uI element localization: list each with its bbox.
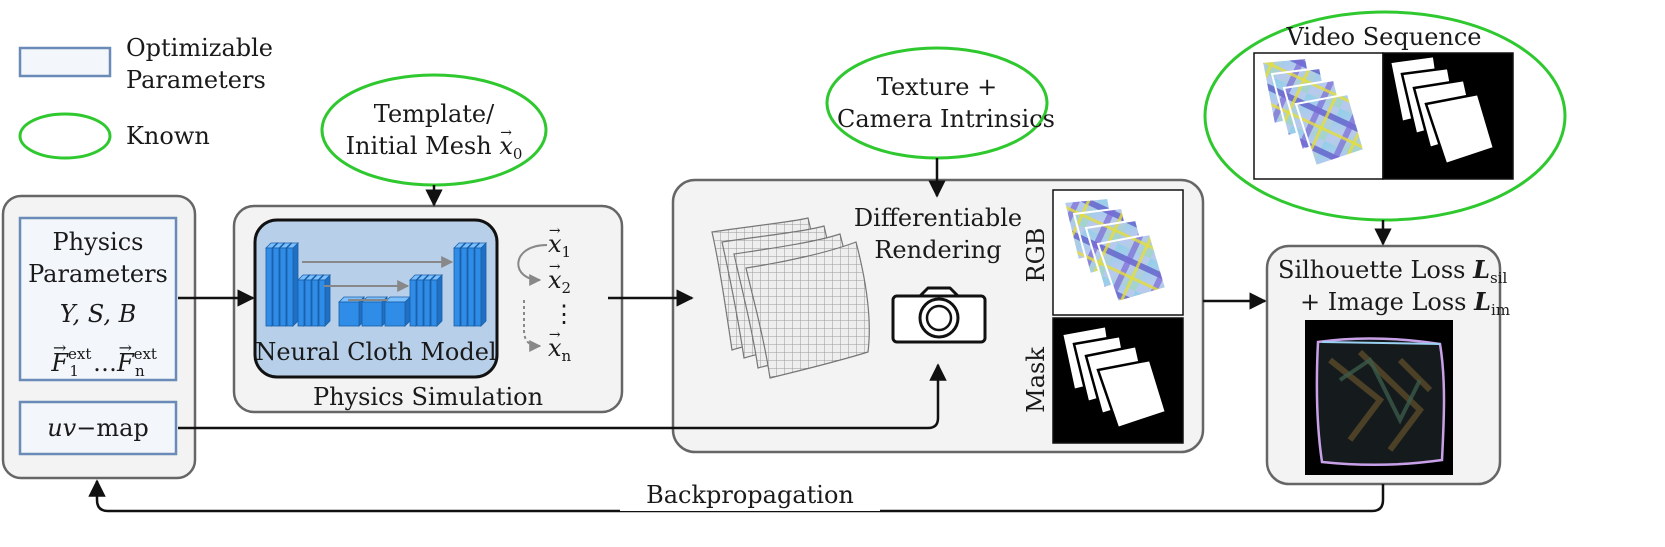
video-sequence-title: Video Sequence xyxy=(1286,23,1482,51)
physics-symbols: Y, S, B xyxy=(59,300,137,328)
network-layer xyxy=(361,301,383,327)
uv-map-box xyxy=(18,400,178,456)
external-forces: Fext1…Fextn xyxy=(20,332,176,387)
network-layer xyxy=(423,279,431,327)
layer-top xyxy=(384,296,411,303)
loss-residual-image xyxy=(1305,320,1453,475)
network-layer xyxy=(384,301,406,327)
network-layer xyxy=(338,301,360,327)
video-rgb-frames xyxy=(1253,52,1384,180)
silhouette-loss-label: Silhouette Loss Lsil xyxy=(1278,255,1508,287)
legend-known-label: Known xyxy=(126,122,210,150)
legend-optimizable-swatch xyxy=(18,46,112,78)
simulated-mesh-sequence xyxy=(711,217,870,379)
video-mask-frames xyxy=(1382,52,1514,180)
network-layer xyxy=(304,279,312,327)
rgb-label: RGB xyxy=(1022,228,1050,283)
rollout-arrows xyxy=(517,244,548,352)
network-layer xyxy=(318,279,326,327)
network-layer xyxy=(272,247,280,327)
network-layer xyxy=(467,247,475,327)
neural-cloth-model-label: Neural Cloth Model xyxy=(255,338,497,366)
network-layer xyxy=(453,247,461,327)
layer-side xyxy=(292,242,299,327)
physics-parameters-title: Physics Parameters xyxy=(28,228,168,288)
mask-label: Mask xyxy=(1022,347,1050,413)
network-layer xyxy=(279,247,287,327)
rendered-mask-image xyxy=(1052,317,1184,444)
backpropagation-label: Backpropagation xyxy=(620,479,880,511)
physics-simulation-caption: Physics Simulation xyxy=(312,383,544,411)
network-layer xyxy=(311,279,319,327)
sim-output-x2: x2 xyxy=(548,251,571,304)
flow-arrows xyxy=(88,158,1392,513)
network-layer xyxy=(286,247,294,327)
network-layer xyxy=(416,279,424,327)
template-mesh-label: Template/ Initial Mesh x0 xyxy=(334,98,534,170)
layer-side xyxy=(436,274,443,327)
network-layer xyxy=(430,279,438,327)
image-loss-label: + Image Loss Lim xyxy=(1300,287,1511,319)
sim-output-xn: xn xyxy=(548,319,571,372)
neural-network-layers xyxy=(265,242,487,327)
camera-icon xyxy=(891,286,987,344)
legend-optimizable-label: Optimizable Parameters xyxy=(126,34,273,94)
network-layer xyxy=(265,247,273,327)
texture-camera-label: Texture + Camera Intrinsics xyxy=(837,73,1055,133)
legend-known-swatch xyxy=(18,112,112,160)
rendered-rgb-image xyxy=(1052,189,1184,316)
physics-parameters-box xyxy=(18,216,178,382)
uv-map-label: uv−map xyxy=(47,414,149,442)
layer-side xyxy=(480,242,487,327)
network-layer xyxy=(297,279,305,327)
network-layer xyxy=(474,247,482,327)
network-layer xyxy=(460,247,468,327)
differentiable-rendering-label: Differentiable Rendering xyxy=(853,204,1023,264)
skip-connection-arrows xyxy=(302,256,454,301)
network-layer xyxy=(409,279,417,327)
layer-side xyxy=(324,274,331,327)
